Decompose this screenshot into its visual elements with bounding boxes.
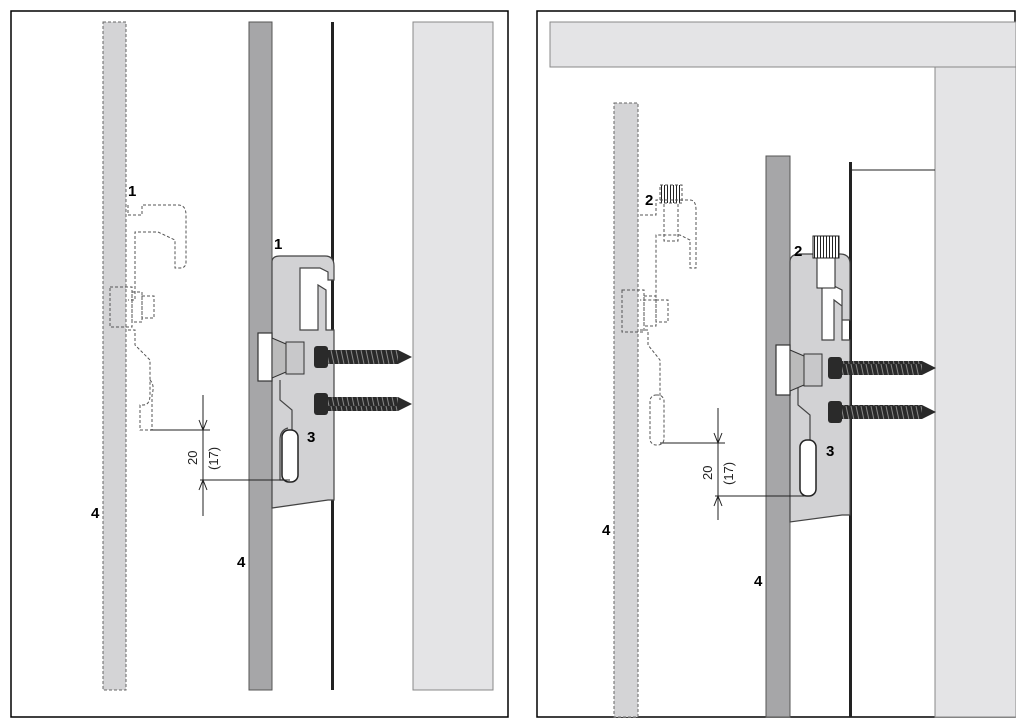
left-callout-1: 1	[274, 236, 282, 253]
right-dim-17: (17)	[721, 462, 736, 485]
left-ghost-side-panel	[102, 21, 127, 691]
right-callout-4-ghost: 4	[602, 522, 611, 539]
left-bracket	[257, 255, 335, 509]
left-callout-3: 3	[307, 429, 315, 446]
right-screw-lower	[828, 401, 936, 423]
left-panel: 20 (17) 1 1 3 4 4	[10, 10, 509, 718]
right-back-wall	[934, 66, 1016, 718]
left-callout-4: 4	[237, 554, 246, 571]
left-screw-upper	[314, 346, 412, 368]
left-dimension	[150, 395, 290, 516]
right-bracket	[775, 235, 851, 523]
left-screw-lower	[314, 393, 412, 415]
right-callout-3: 3	[826, 443, 834, 460]
right-ghost-side-panel	[613, 102, 639, 718]
left-dim-17: (17)	[206, 447, 221, 470]
left-callout-4-ghost: 4	[91, 505, 100, 522]
right-dimension	[660, 408, 808, 520]
left-back-wall	[412, 21, 494, 691]
right-screw-upper	[828, 357, 936, 379]
right-ghost-bracket	[621, 184, 697, 446]
right-callout-2: 2	[794, 243, 802, 260]
right-callout-4: 4	[754, 573, 763, 590]
right-side-panel	[765, 155, 791, 718]
left-dim-20: 20	[185, 451, 200, 465]
right-dim-20: 20	[700, 466, 715, 480]
right-callout-2-ghost: 2	[645, 192, 653, 209]
left-ghost-bracket	[109, 204, 187, 431]
right-top-panel	[549, 21, 1016, 68]
right-panel: 20 (17) 2 2 3 4 4	[536, 10, 1016, 718]
left-callout-1-ghost: 1	[128, 183, 136, 200]
